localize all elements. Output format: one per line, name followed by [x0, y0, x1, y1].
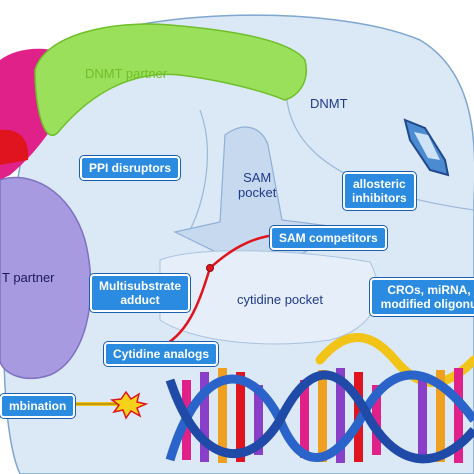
label-sam-pocket-line1: SAM [243, 170, 272, 185]
dna-backbone-strand-2 [165, 370, 474, 464]
purple-partner-shape [0, 176, 92, 380]
box-allosteric-inhibitors: allosteric inhibitors [343, 172, 416, 210]
box-combination: mbination [0, 394, 76, 418]
box-allosteric-line2: inhibitors [352, 191, 407, 205]
box-multisubstrate-line1: Multisubstrate [99, 279, 182, 293]
combination-burst-icon [109, 390, 149, 420]
box-ppi-disruptors: PPI disruptors [80, 156, 181, 180]
rna-strand [315, 333, 474, 387]
allosteric-site-inner [414, 132, 440, 160]
linker-node [206, 264, 214, 272]
box-cytidine-analogs: Cytidine analogs [104, 342, 219, 366]
box-multisubstrate-adduct: Multisubstrate adduct [90, 274, 191, 312]
box-multisubstrate-line2: adduct [120, 293, 160, 307]
label-dnmt-partner-top: DNMT partner [85, 66, 168, 81]
label-dnmt: DNMT [310, 96, 348, 111]
green-partner-shape [34, 23, 307, 137]
box-cros-line2: modified oligonu [380, 297, 474, 311]
box-cros-line1: CROs, miRNA, [387, 283, 471, 297]
label-sam-pocket-line2: pocket [238, 185, 277, 200]
red-partner-fragment [0, 129, 29, 165]
dna-backbone-strand-1 [165, 370, 474, 462]
label-cytidine-pocket: cytidine pocket [237, 292, 323, 307]
label-sam-pocket: SAM pocket [238, 170, 276, 200]
box-cros-mirna: CROs, miRNA, modified oligonu [370, 278, 474, 316]
label-left-partner: T partner [2, 270, 55, 285]
box-allosteric-line1: allosteric [352, 177, 406, 191]
box-sam-competitors: SAM competitors [270, 226, 387, 250]
label-left-edge: er [0, 146, 12, 161]
